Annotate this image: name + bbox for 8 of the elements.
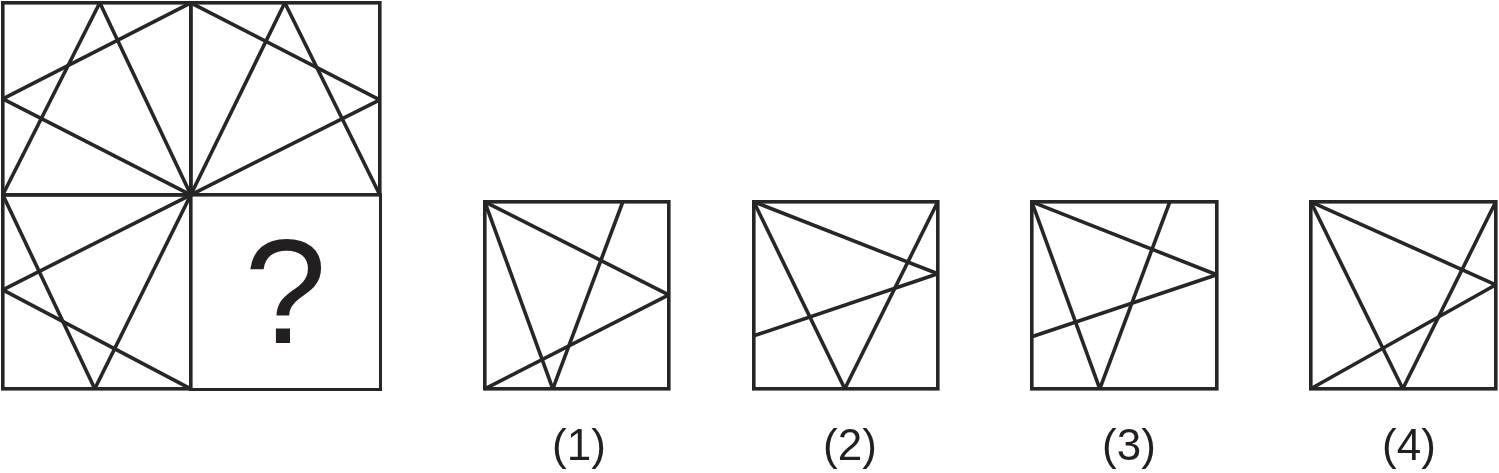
blank-cell bbox=[189, 193, 382, 391]
pattern-figure bbox=[189, 1, 382, 197]
question-mark: ? bbox=[244, 218, 327, 366]
option-label: (1) bbox=[552, 420, 606, 469]
option-label: (4) bbox=[1382, 420, 1436, 469]
pattern-figure bbox=[1, 193, 193, 391]
option-label: (3) bbox=[1102, 420, 1156, 469]
option-label: (2) bbox=[823, 420, 877, 469]
